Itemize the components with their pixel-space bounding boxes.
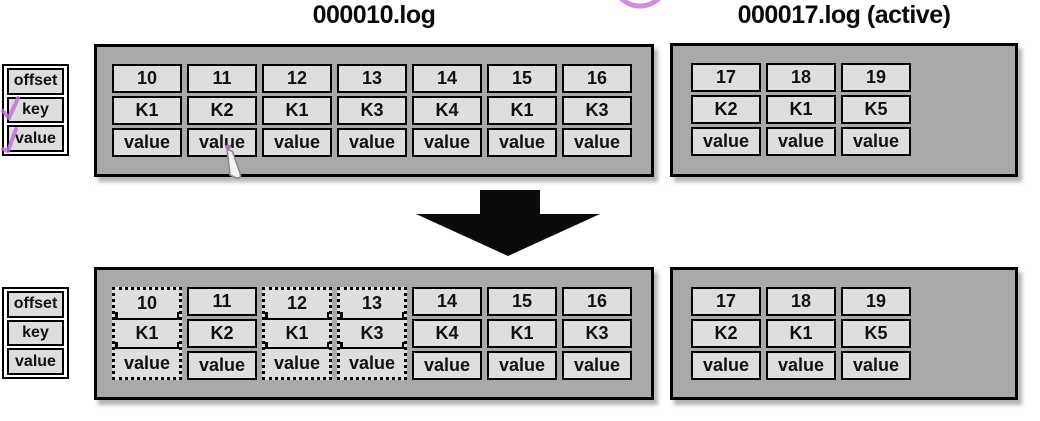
entry-value: value <box>487 128 557 157</box>
log-entry-13-stale: 13 K3 value <box>337 287 407 380</box>
entry-key: K3 <box>337 96 407 125</box>
entry-value: value <box>112 128 182 157</box>
entry-value: value <box>691 351 761 380</box>
entry-key: K1 <box>487 96 557 125</box>
entry-key: K3 <box>340 319 404 350</box>
log-entry-17: 17 K2 value <box>691 63 761 156</box>
entry-offset: 18 <box>766 287 836 316</box>
entry-offset: 19 <box>841 287 911 316</box>
row-label-value: value <box>7 125 64 153</box>
entry-list: 10 K1 value 11 K2 value 12 K1 value 13 K… <box>112 64 632 157</box>
entry-offset: 15 <box>487 64 557 93</box>
entry-key: K4 <box>412 96 482 125</box>
entry-key: K1 <box>265 319 329 350</box>
log-entry-16: 16 K3 value <box>562 287 632 380</box>
log-entry-17: 17 K2 value <box>691 287 761 380</box>
log-segment-000010-before: 10 K1 value 11 K2 value 12 K1 value 13 K… <box>94 44 654 177</box>
log-entry-10: 10 K1 value <box>112 64 182 157</box>
entry-key: K2 <box>691 319 761 348</box>
entry-value: value <box>841 351 911 380</box>
log-segment-000010-after: 10 K1 value 11 K2 value 12 K1 value 13 K… <box>94 267 654 400</box>
entry-value: value <box>841 127 911 156</box>
entry-list: 17 K2 value 18 K1 value 19 K5 value <box>691 287 911 380</box>
entry-offset: 12 <box>265 290 329 320</box>
entry-value: value <box>412 128 482 157</box>
entry-offset: 17 <box>691 63 761 92</box>
entry-offset: 16 <box>562 64 632 93</box>
log-file-title-000010: 000010.log <box>312 1 436 29</box>
entry-key: K1 <box>766 319 836 348</box>
entry-value: value <box>487 351 557 380</box>
entry-key: K5 <box>841 95 911 124</box>
log-entry-14: 14 K4 value <box>412 287 482 380</box>
log-entry-13: 13 K3 value <box>337 64 407 157</box>
entry-list: 10 K1 value 11 K2 value 12 K1 value 13 K… <box>112 287 632 380</box>
entry-value: value <box>340 349 404 378</box>
entry-value: value <box>265 349 329 378</box>
entry-value: value <box>562 351 632 380</box>
down-arrow-icon <box>416 190 600 256</box>
entry-key: K1 <box>262 96 332 125</box>
entry-key: K2 <box>691 95 761 124</box>
log-entry-11: 11 K2 value <box>187 287 257 380</box>
entry-value: value <box>412 351 482 380</box>
row-label-key: key <box>7 96 64 124</box>
entry-offset: 11 <box>187 287 257 316</box>
log-file-title-000017-active: 000017.log (active) <box>737 1 951 29</box>
entry-offset: 12 <box>262 64 332 93</box>
entry-value: value <box>187 351 257 380</box>
log-entry-16: 16 K3 value <box>562 64 632 157</box>
log-entry-10-stale: 10 K1 value <box>112 287 182 380</box>
entry-offset: 10 <box>112 64 182 93</box>
row-label-key: key <box>7 319 64 347</box>
log-entry-19: 19 K5 value <box>841 287 911 380</box>
log-entry-15: 15 K1 value <box>487 287 557 380</box>
log-segment-000017-before: 17 K2 value 18 K1 value 19 K5 value <box>670 43 1018 177</box>
entry-offset: 18 <box>766 63 836 92</box>
entry-value: value <box>766 351 836 380</box>
log-entry-19: 19 K5 value <box>841 63 911 156</box>
entry-offset: 16 <box>562 287 632 316</box>
log-entry-11: 11 K2 value <box>187 64 257 157</box>
entry-value: value <box>337 128 407 157</box>
entry-offset: 10 <box>115 290 179 320</box>
entry-key: K2 <box>187 319 257 348</box>
entry-offset: 14 <box>412 64 482 93</box>
row-label-column-bottom: offset key value <box>2 287 69 379</box>
entry-value: value <box>562 128 632 157</box>
entry-value: value <box>115 349 179 378</box>
log-entry-15: 15 K1 value <box>487 64 557 157</box>
log-entry-12-stale: 12 K1 value <box>262 287 332 380</box>
entry-key: K3 <box>562 319 632 348</box>
row-label-offset: offset <box>7 68 64 95</box>
entry-key: K5 <box>841 319 911 348</box>
row-label-value: value <box>7 348 64 376</box>
entry-key: K3 <box>562 96 632 125</box>
entry-offset: 14 <box>412 287 482 316</box>
log-entry-14: 14 K4 value <box>412 64 482 157</box>
entry-value: value <box>766 127 836 156</box>
entry-offset: 19 <box>841 63 911 92</box>
entry-key: K1 <box>766 95 836 124</box>
entry-key: K1 <box>112 96 182 125</box>
entry-key: K4 <box>412 319 482 348</box>
log-segment-000017-after: 17 K2 value 18 K1 value 19 K5 value <box>670 267 1018 400</box>
entry-value: value <box>691 127 761 156</box>
entry-key: K1 <box>115 319 179 350</box>
entry-offset: 17 <box>691 287 761 316</box>
row-label-column-top: offset key value <box>2 64 69 156</box>
entry-value: value <box>262 128 332 157</box>
log-entry-18: 18 K1 value <box>766 63 836 156</box>
entry-key: K2 <box>187 96 257 125</box>
entry-offset: 13 <box>340 290 404 320</box>
log-entry-18: 18 K1 value <box>766 287 836 380</box>
entry-offset: 13 <box>337 64 407 93</box>
entry-offset: 11 <box>187 64 257 93</box>
entry-value: value <box>187 128 257 157</box>
log-entry-12: 12 K1 value <box>262 64 332 157</box>
entry-key: K1 <box>487 319 557 348</box>
entry-list: 17 K2 value 18 K1 value 19 K5 value <box>691 63 911 156</box>
row-label-offset: offset <box>7 291 64 318</box>
entry-offset: 15 <box>487 287 557 316</box>
